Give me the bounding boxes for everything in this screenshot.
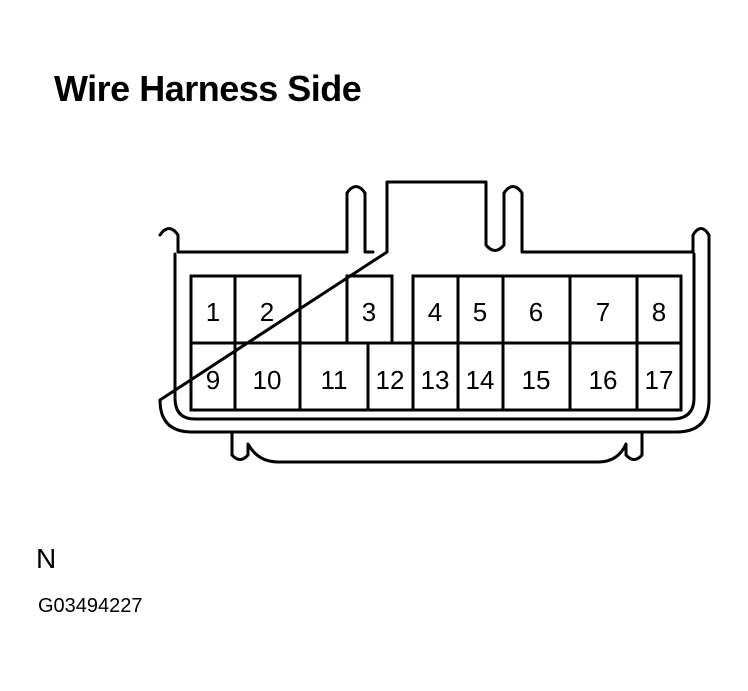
housing-outer-outline (158, 180, 711, 434)
pin-label-3: 3 (362, 297, 376, 327)
pin-label-14: 14 (466, 365, 495, 395)
housing-inner-wall (173, 252, 696, 421)
housing-bottom-lock (230, 430, 644, 464)
pin-label-2: 2 (260, 297, 274, 327)
pin-label-16: 16 (589, 365, 618, 395)
connector-housing (158, 180, 711, 464)
view-code-label: N (36, 543, 57, 574)
pin-label-7: 7 (596, 297, 610, 327)
pin-label-1: 1 (206, 297, 220, 327)
pin-label-9: 9 (206, 365, 220, 395)
pin-label-10: 10 (253, 365, 282, 395)
pin-label-6: 6 (529, 297, 543, 327)
pin-label-11: 11 (321, 365, 348, 395)
pin-label-8: 8 (652, 297, 666, 327)
pin-label-5: 5 (473, 297, 487, 327)
pin-labels: 1 2 3 4 5 6 7 8 9 10 11 12 13 14 15 16 1… (206, 297, 674, 395)
diagram-title: Wire Harness Side (54, 68, 362, 109)
pin-grid (189, 274, 683, 412)
pin-label-4: 4 (428, 297, 442, 327)
pin-label-13: 13 (421, 365, 450, 395)
pin-label-15: 15 (522, 365, 551, 395)
pin-label-12: 12 (376, 365, 405, 395)
figure-id-label: G03494227 (38, 595, 143, 617)
pin-label-17: 17 (645, 365, 674, 395)
pin-cavity-17 (635, 341, 683, 412)
